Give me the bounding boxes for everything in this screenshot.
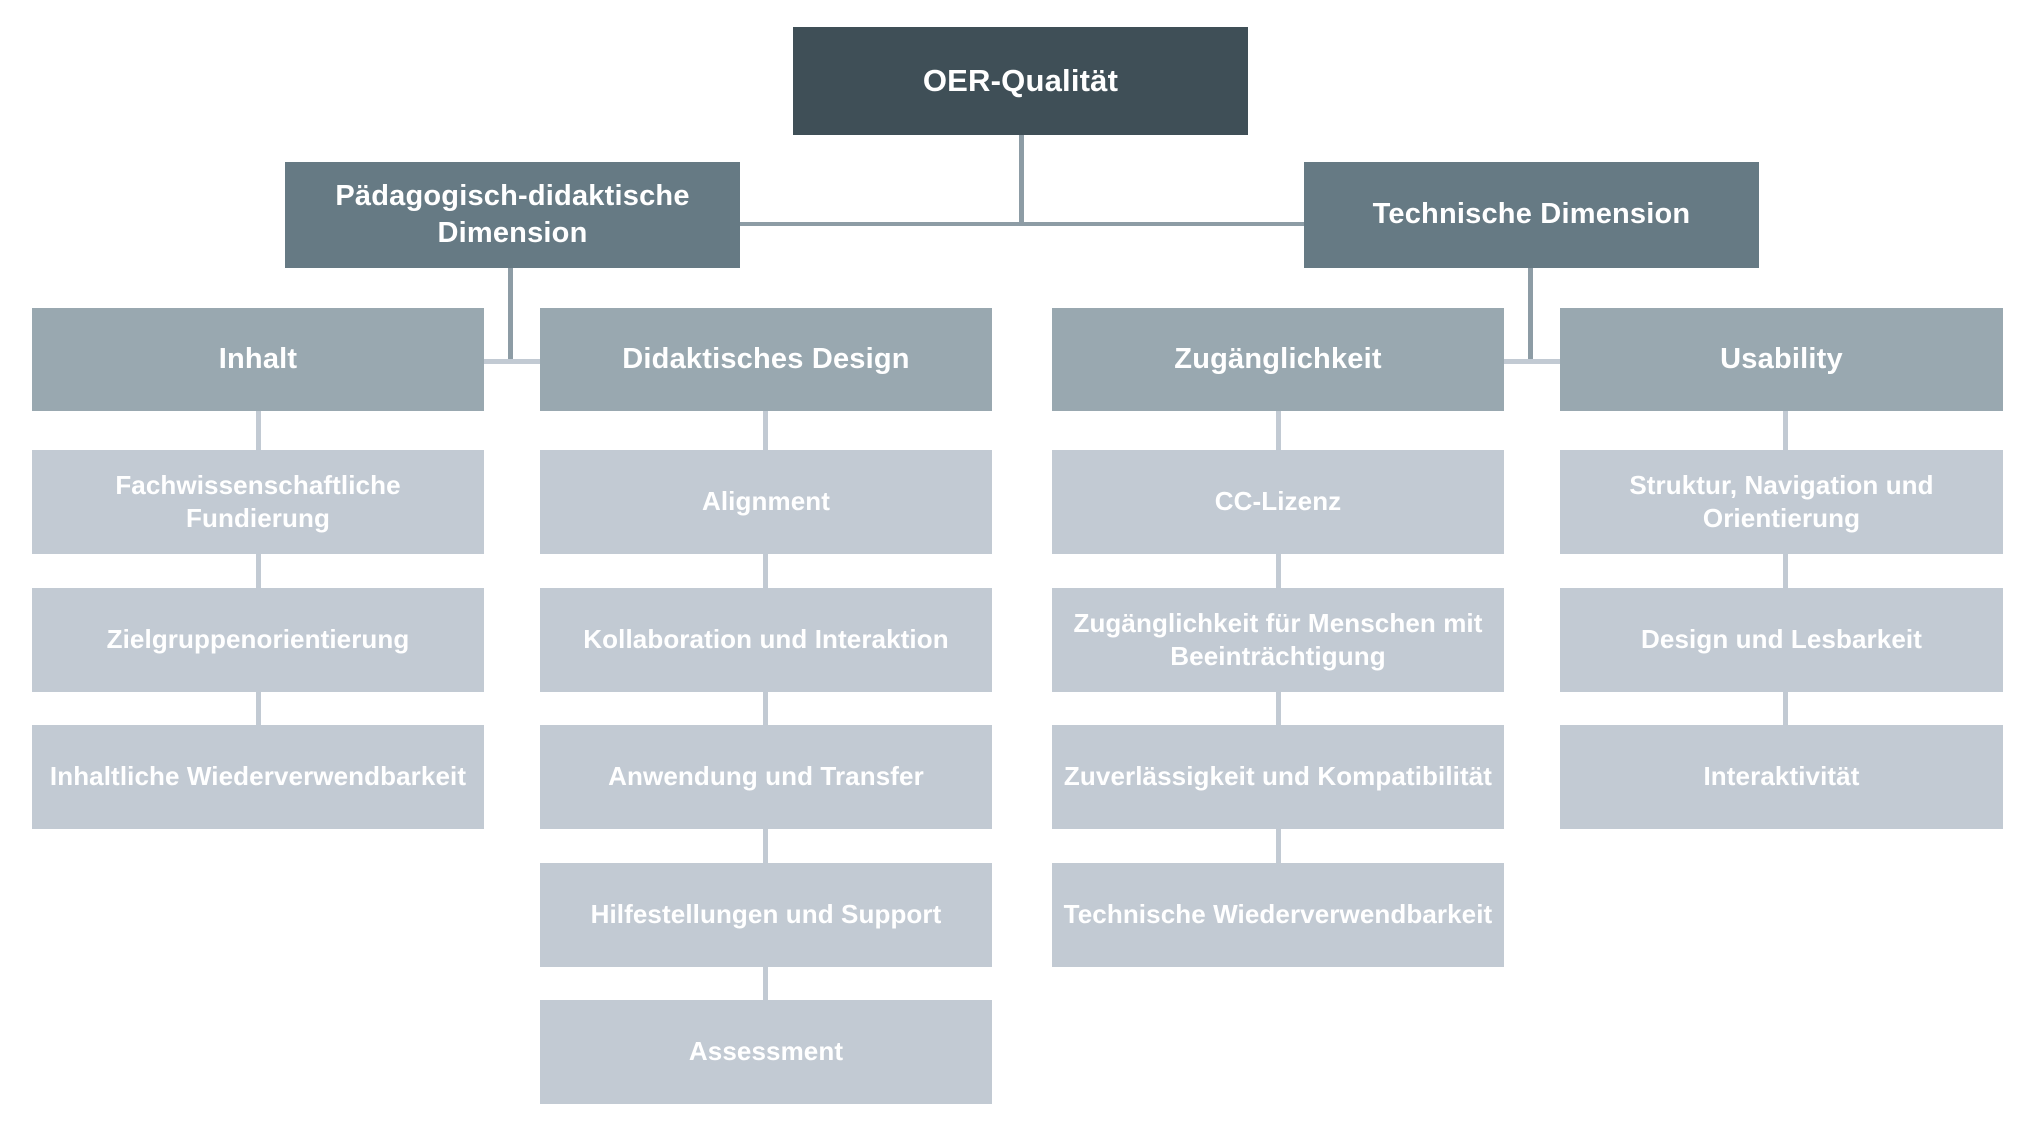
connector-column-4-chain xyxy=(1783,686,1788,728)
node-leaf-cc-lizenz[interactable]: CC-Lizenz xyxy=(1052,450,1504,554)
node-label: Assessment xyxy=(688,1036,844,1067)
node-leaf-zuverlaessigkeit-und-kompatibilitaet[interactable]: Zuverlässigkeit und Kompatibilität xyxy=(1052,725,1504,829)
connector-column-3-chain xyxy=(1276,686,1281,728)
connector-column-2-chain xyxy=(763,686,768,728)
node-dimension-technisch[interactable]: Technische Dimension xyxy=(1304,162,1759,268)
connector-column-3-chain xyxy=(1276,824,1281,866)
node-label: Fachwissenschaftliche Fundierung xyxy=(115,469,401,533)
node-leaf-hilfestellungen-und-support[interactable]: Hilfestellungen und Support xyxy=(540,863,992,967)
node-label: OER-Qualität xyxy=(922,63,1119,99)
node-leaf-interaktivitaet[interactable]: Interaktivität xyxy=(1560,725,2003,829)
connector-column-1-chain xyxy=(256,686,261,728)
node-leaf-assessment[interactable]: Assessment xyxy=(540,1000,992,1104)
node-label: Pädagogisch-didaktische Dimension xyxy=(335,179,690,249)
node-label: Zugänglichkeit für Menschen mit Beeinträ… xyxy=(1073,607,1483,671)
connector-column-2-chain xyxy=(763,410,768,452)
connector-column-2-chain xyxy=(763,824,768,866)
node-category-didaktisches-design[interactable]: Didaktisches Design xyxy=(540,308,992,411)
connector-root-stem xyxy=(1019,135,1024,225)
node-label: Zuverlässigkeit und Kompatibilität xyxy=(1063,761,1493,792)
node-root-oer-qualitaet[interactable]: OER-Qualität xyxy=(793,27,1248,135)
node-label: Design und Lesbarkeit xyxy=(1641,624,1922,655)
connector-column-2-chain xyxy=(763,961,768,1003)
node-leaf-kollaboration-und-interaktion[interactable]: Kollaboration und Interaktion xyxy=(540,588,992,692)
connector-left-dimension-stem xyxy=(508,268,513,363)
connector-dimension-spine xyxy=(737,222,1307,226)
node-label: Hilfestellungen und Support xyxy=(590,899,942,930)
node-leaf-design-und-lesbarkeit[interactable]: Design und Lesbarkeit xyxy=(1560,588,2003,692)
connector-column-4-chain xyxy=(1783,410,1788,452)
node-leaf-technische-wiederverwendbarkeit[interactable]: Technische Wiederverwendbarkeit xyxy=(1052,863,1504,967)
connector-column-2-chain xyxy=(763,549,768,591)
node-category-inhalt[interactable]: Inhalt xyxy=(32,308,484,411)
connector-column-1-chain xyxy=(256,549,261,591)
connector-right-category-spine xyxy=(1504,359,1560,364)
node-label: Struktur, Navigation und Orientierung xyxy=(1629,469,1934,533)
node-label: Zugänglichkeit xyxy=(1174,342,1382,375)
node-label: Technische Dimension xyxy=(1372,198,1691,231)
node-leaf-anwendung-und-transfer[interactable]: Anwendung und Transfer xyxy=(540,725,992,829)
node-dimension-paedagogisch-didaktisch[interactable]: Pädagogisch-didaktische Dimension xyxy=(285,162,740,268)
node-leaf-alignment[interactable]: Alignment xyxy=(540,450,992,554)
connector-column-4-chain xyxy=(1783,549,1788,591)
connector-right-dimension-stem xyxy=(1528,268,1533,363)
connector-left-category-spine xyxy=(484,359,540,364)
node-label: Technische Wiederverwendbarkeit xyxy=(1063,899,1493,930)
connector-column-1-chain xyxy=(256,410,261,452)
node-label: Kollaboration und Interaktion xyxy=(583,624,949,655)
node-leaf-zielgruppenorientierung[interactable]: Zielgruppenorientierung xyxy=(32,588,484,692)
node-label: Zielgruppenorientierung xyxy=(106,624,410,655)
node-label: Anwendung und Transfer xyxy=(608,761,924,792)
node-label: Alignment xyxy=(701,486,830,517)
node-label: Inhalt xyxy=(218,342,298,375)
node-leaf-zugaenglichkeit-fuer-menschen-mit-beeintraechtigung[interactable]: Zugänglichkeit für Menschen mit Beeinträ… xyxy=(1052,588,1504,692)
connector-column-3-chain xyxy=(1276,549,1281,591)
node-label: Inhaltliche Wiederverwendbarkeit xyxy=(49,761,467,792)
node-leaf-inhaltliche-wiederverwendbarkeit[interactable]: Inhaltliche Wiederverwendbarkeit xyxy=(32,725,484,829)
node-label: Usability xyxy=(1720,342,1843,375)
node-leaf-struktur-navigation-und-orientierung[interactable]: Struktur, Navigation und Orientierung xyxy=(1560,450,2003,554)
node-label: CC-Lizenz xyxy=(1214,486,1342,517)
node-label: Didaktisches Design xyxy=(622,342,910,375)
node-category-usability[interactable]: Usability xyxy=(1560,308,2003,411)
node-label: Interaktivität xyxy=(1703,761,1860,792)
node-leaf-fachwissenschaftliche-fundierung[interactable]: Fachwissenschaftliche Fundierung xyxy=(32,450,484,554)
connector-column-3-chain xyxy=(1276,410,1281,452)
node-category-zugaenglichkeit[interactable]: Zugänglichkeit xyxy=(1052,308,1504,411)
